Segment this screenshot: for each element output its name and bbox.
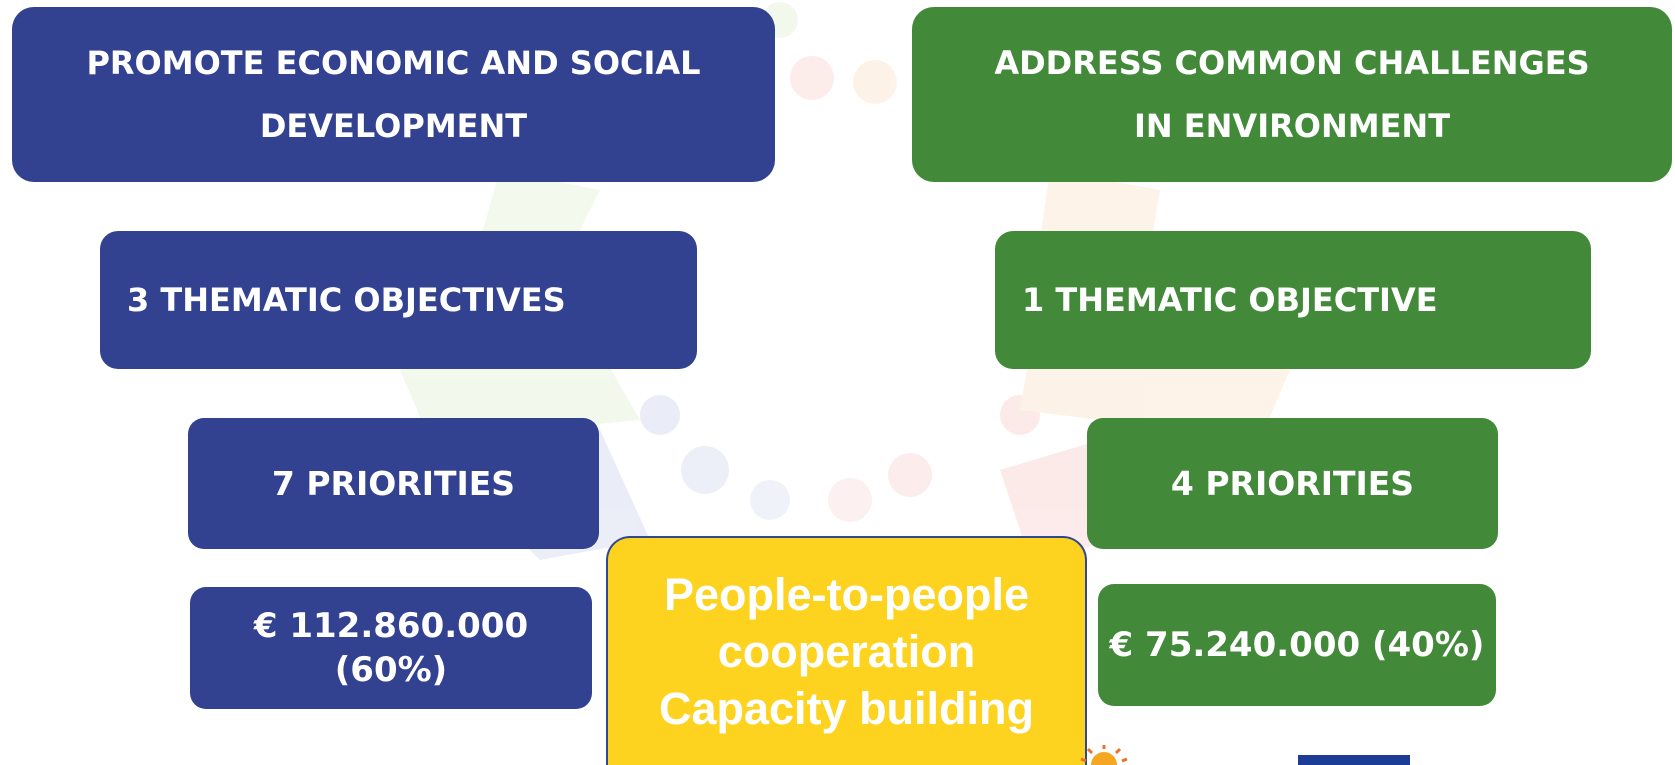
eu-flag-logo: [1298, 755, 1410, 765]
right-objectives-text: 1 THEMATIC OBJECTIVE: [1022, 281, 1438, 319]
left-priorities-text: 7 PRIORITIES: [271, 464, 516, 503]
left-budget-amount: € 112.860.000: [253, 606, 529, 646]
right-budget-box: € 75.240.000 (40%): [1098, 584, 1496, 706]
left-priorities-box: 7 PRIORITIES: [188, 418, 599, 549]
environment-goal-text: ADDRESS COMMON CHALLENGES IN ENVIRONMENT: [994, 43, 1590, 145]
left-budget-share: (60%): [334, 650, 448, 690]
left-objectives-box: 3 THEMATIC OBJECTIVES: [100, 231, 697, 369]
right-objectives-box: 1 THEMATIC OBJECTIVE: [995, 231, 1591, 369]
right-priorities-text: 4 PRIORITIES: [1170, 464, 1415, 503]
environment-goal-box: ADDRESS COMMON CHALLENGES IN ENVIRONMENT: [912, 7, 1672, 182]
center-line-1: People-to-people: [663, 569, 1029, 620]
economic-social-goal-text: PROMOTE ECONOMIC AND SOCIAL DEVELOPMENT: [86, 43, 701, 145]
right-budget-text: € 75.240.000 (40%): [1109, 625, 1485, 665]
economic-social-goal-box: PROMOTE ECONOMIC AND SOCIAL DEVELOPMENT: [12, 7, 775, 182]
programme-logo: [1080, 745, 1128, 765]
center-line-2: cooperation: [717, 626, 976, 677]
center-line-3: Capacity building: [658, 683, 1035, 734]
left-objectives-text: 3 THEMATIC OBJECTIVES: [127, 281, 566, 319]
people-to-people-box: People-to-people cooperation Capacity bu…: [606, 536, 1087, 765]
right-priorities-box: 4 PRIORITIES: [1087, 418, 1498, 549]
left-budget-box: € 112.860.000 (60%): [190, 587, 592, 709]
